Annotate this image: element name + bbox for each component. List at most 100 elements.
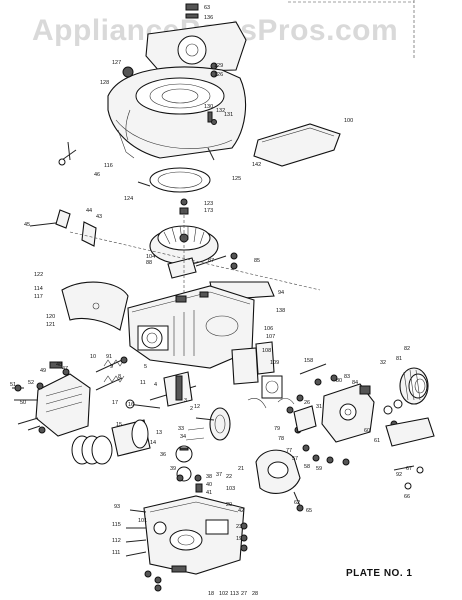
part-callout-42: 42 — [238, 508, 244, 514]
part-callout-81: 81 — [396, 356, 402, 362]
part-callout-132: 132 — [216, 108, 225, 114]
part-callout-17: 17 — [112, 400, 118, 406]
air-filter-pad — [253, 123, 341, 167]
air-cleaner-housing — [399, 367, 429, 405]
screws-right-of-housing — [207, 62, 218, 161]
part-callout-36: 36 — [160, 452, 166, 458]
governor-link — [29, 209, 97, 247]
part-callout-49: 49 — [40, 368, 46, 374]
muffler — [255, 449, 304, 512]
part-callout-47: 47 — [62, 366, 68, 372]
part-callout-57: 57 — [292, 456, 298, 462]
part-callout-103: 103 — [226, 486, 235, 492]
part-callout-62: 62 — [294, 500, 300, 506]
part-callout-58: 58 — [304, 464, 310, 470]
part-callout-52: 52 — [28, 380, 34, 386]
part-callout-127: 127 — [112, 60, 121, 66]
part-callout-4: 4 — [154, 382, 157, 388]
part-callout-38: 38 — [206, 474, 212, 480]
part-callout-102: 102 — [219, 591, 228, 597]
part-callout-48: 48 — [56, 362, 62, 368]
part-callout-82: 82 — [404, 346, 410, 352]
part-callout-114: 114 — [34, 286, 43, 292]
part-callout-31: 31 — [316, 404, 322, 410]
part-callout-87: 87 — [208, 258, 214, 264]
recoil-ring — [149, 167, 211, 193]
part-callout-88: 88 — [146, 260, 152, 266]
part-callout-3: 3 — [184, 398, 187, 404]
ignition-coil — [167, 252, 238, 279]
part-callout-8: 8 — [118, 374, 121, 380]
part-callout-23: 23 — [236, 524, 242, 530]
part-callout-126: 126 — [214, 72, 223, 78]
part-callout-63: 63 — [204, 5, 210, 11]
part-callout-32: 32 — [380, 360, 386, 366]
part-callout-104: 104 — [146, 254, 155, 260]
blower-housing-top — [145, 3, 247, 73]
part-callout-79: 79 — [274, 426, 280, 432]
part-callout-13: 13 — [156, 430, 162, 436]
part-callout-46: 46 — [94, 172, 100, 178]
part-callout-85: 85 — [254, 258, 260, 264]
part-callout-91: 91 — [106, 354, 112, 360]
blower-housing — [107, 66, 247, 159]
part-callout-78: 78 — [278, 436, 284, 442]
part-callout-28: 28 — [252, 591, 258, 597]
valve-springs — [95, 356, 128, 391]
part-callout-130: 130 — [204, 104, 213, 110]
part-callout-84: 84 — [352, 380, 358, 386]
left-screws — [12, 382, 46, 434]
reed-valve-assembly — [231, 341, 283, 399]
part-callout-59: 59 — [316, 466, 322, 472]
crankcase — [127, 285, 255, 369]
part-callout-83: 83 — [344, 374, 350, 380]
camshaft-gear — [185, 407, 231, 441]
part-callout-67: 67 — [406, 466, 412, 472]
part-callout-10: 10 — [90, 354, 96, 360]
part-callout-120: 120 — [46, 314, 55, 320]
part-callout-101: 101 — [138, 518, 147, 524]
part-callout-122: 122 — [34, 272, 43, 278]
part-callout-33: 33 — [178, 426, 184, 432]
part-callout-14: 14 — [150, 440, 156, 446]
part-callout-173: 173 — [204, 208, 213, 214]
part-callout-66: 66 — [404, 494, 410, 500]
part-callout-109: 109 — [270, 360, 279, 366]
part-callout-37: 37 — [216, 472, 222, 478]
part-callout-12: 12 — [194, 404, 200, 410]
part-callout-41: 41 — [206, 490, 212, 496]
part-callout-77: 77 — [286, 448, 292, 454]
part-callout-80: 80 — [336, 378, 342, 384]
part-callout-5: 5 — [144, 364, 147, 370]
part-callout-108: 108 — [262, 348, 271, 354]
part-callout-20: 20 — [226, 502, 232, 508]
part-callout-11: 11 — [140, 380, 146, 386]
part-callout-22: 22 — [226, 474, 232, 480]
part-callout-39: 39 — [170, 466, 176, 472]
part-callout-158: 158 — [304, 358, 313, 364]
part-callout-61: 61 — [374, 438, 380, 444]
part-callout-125: 125 — [232, 176, 241, 182]
part-callout-27: 27 — [241, 591, 247, 597]
part-callout-9: 9 — [110, 364, 113, 370]
part-callout-92: 92 — [396, 472, 402, 478]
part-callout-106: 106 — [264, 326, 273, 332]
part-callout-93: 93 — [114, 504, 120, 510]
part-callout-121: 121 — [46, 322, 55, 328]
part-callout-100: 100 — [344, 118, 353, 124]
part-callout-131: 131 — [224, 112, 233, 118]
cylinder-head — [14, 361, 91, 437]
part-callout-65: 65 — [306, 508, 312, 514]
part-callout-111: 111 — [112, 550, 120, 556]
part-callout-26: 26 — [304, 400, 310, 406]
part-callout-138: 138 — [276, 308, 285, 314]
part-callout-128: 128 — [100, 80, 109, 86]
part-callout-2: 2 — [190, 406, 193, 412]
part-callout-113: 113 — [230, 591, 239, 597]
part-callout-21: 21 — [238, 466, 244, 472]
part-callout-15: 15 — [116, 422, 122, 428]
part-callout-142: 142 — [252, 162, 261, 168]
part-callout-117: 117 — [34, 294, 43, 300]
part-callout-94: 94 — [278, 290, 284, 296]
